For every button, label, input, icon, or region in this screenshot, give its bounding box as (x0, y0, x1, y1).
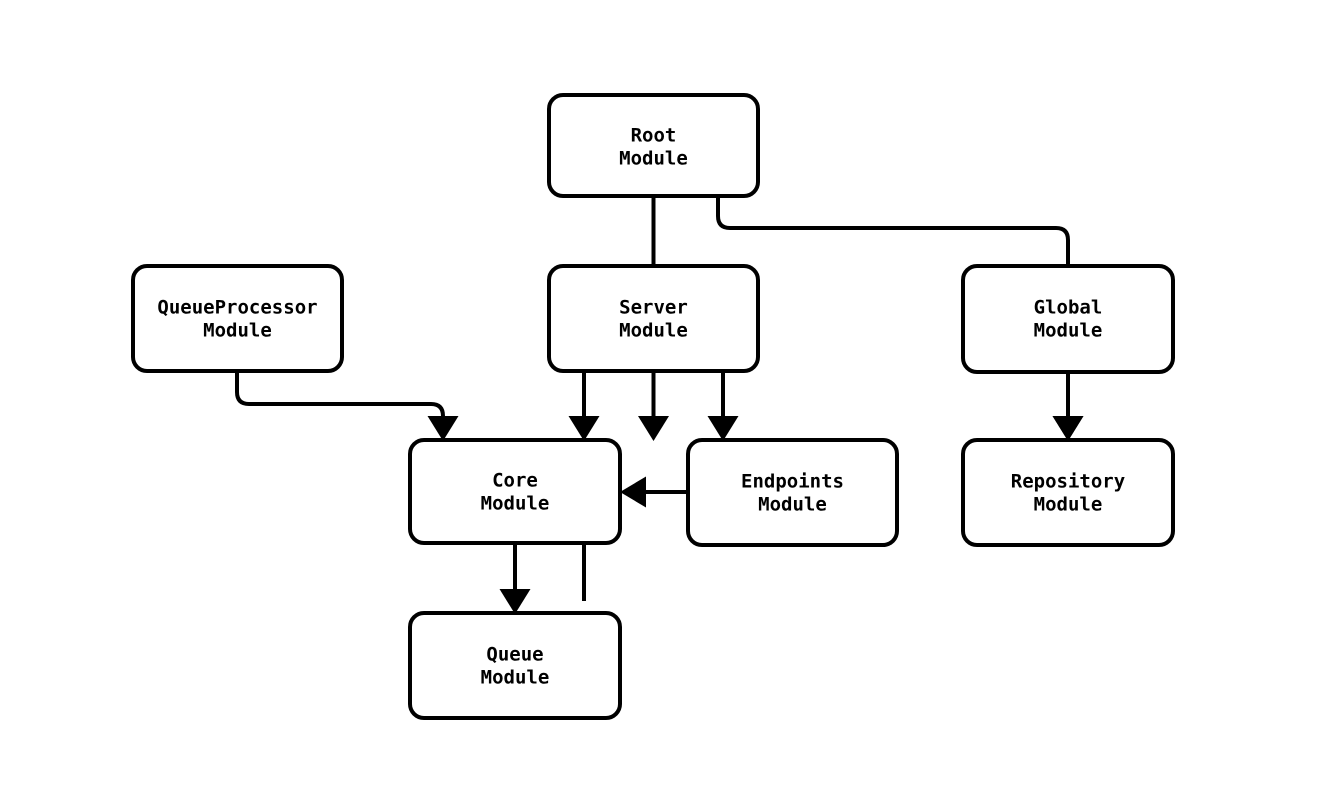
node-label-line2: Module (481, 493, 550, 515)
node-server-module[interactable]: Server Module (547, 264, 760, 373)
edge-queueprocessor-to-core (235, 371, 459, 441)
edge-line (716, 196, 1070, 427)
node-global-module[interactable]: Global Module (961, 264, 1175, 374)
node-label-line1: QueueProcessor (157, 297, 317, 319)
node-box[interactable] (547, 264, 760, 373)
node-label-line1: Core (492, 470, 538, 492)
edge-server-to-endpoints (707, 371, 739, 441)
node-queueprocessor-module[interactable]: QueueProcessor Module (131, 264, 344, 373)
node-box[interactable] (131, 264, 344, 373)
node-root-module[interactable]: Root Module (547, 93, 760, 198)
node-box[interactable] (961, 438, 1175, 547)
node-label-line2: Module (1034, 494, 1103, 516)
node-label-line2: Module (481, 667, 550, 689)
edge-endpoints-to-core (620, 476, 688, 508)
node-label-line2: Module (758, 494, 827, 516)
edge-core-to-queue (499, 543, 531, 614)
node-box[interactable] (408, 611, 622, 720)
node-endpoints-module[interactable]: Endpoints Module (686, 438, 899, 547)
arrowhead-icon (1052, 416, 1084, 441)
arrowhead-icon (568, 416, 600, 441)
edge-line (235, 371, 445, 427)
node-label-line1: Server (619, 297, 688, 319)
arrowhead-icon (427, 416, 459, 441)
node-label-line2: Module (1034, 320, 1103, 342)
arrowhead-icon (499, 589, 531, 614)
arrowhead-icon (620, 476, 646, 508)
edge-global-to-repository (1052, 372, 1084, 441)
node-box[interactable] (686, 438, 899, 547)
node-label-line2: Module (203, 320, 272, 342)
node-box[interactable] (408, 438, 622, 545)
arrowhead-icon (638, 416, 669, 441)
edge-layer (235, 196, 1084, 614)
node-label-line1: Queue (486, 644, 543, 666)
arrowhead-icon (707, 416, 739, 441)
node-label-line2: Module (619, 320, 688, 342)
node-box[interactable] (547, 93, 760, 198)
node-label-line1: Endpoints (741, 471, 844, 493)
node-label-line1: Root (631, 125, 677, 147)
node-core-module[interactable]: Core Module (408, 438, 622, 545)
node-label-line2: Module (619, 148, 688, 170)
node-box[interactable] (961, 264, 1175, 374)
node-queue-module[interactable]: Queue Module (408, 611, 622, 720)
node-layer: Root Module QueueProcessor Module Server… (131, 93, 1175, 720)
node-label-line1: Repository (1011, 471, 1125, 493)
node-repository-module[interactable]: Repository Module (961, 438, 1175, 547)
node-label-line1: Global (1034, 297, 1103, 319)
